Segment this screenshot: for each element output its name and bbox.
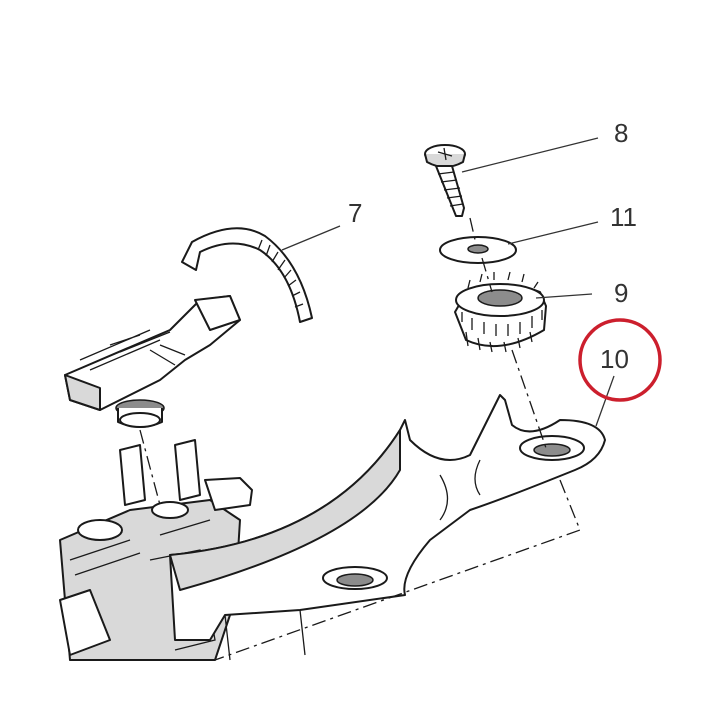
highlight-circle	[578, 318, 662, 402]
callout-11: 11	[610, 202, 637, 232]
leader-7	[281, 225, 341, 251]
callout-8: 8	[614, 118, 628, 148]
washer	[439, 236, 517, 264]
base-housing	[59, 439, 253, 661]
callout-9: 9	[614, 278, 628, 308]
callout-10: 10	[600, 344, 629, 374]
leader-11	[507, 221, 599, 245]
callout-7: 7	[348, 198, 362, 228]
mounting-bracket	[169, 394, 606, 661]
cable-tie	[181, 227, 313, 323]
leader-lines	[281, 137, 615, 427]
leader-10	[595, 375, 615, 427]
leader-9	[535, 293, 593, 299]
assembly-axis-lines	[139, 217, 581, 661]
screw	[424, 144, 466, 217]
sensor	[64, 295, 241, 428]
rubber-grommet	[454, 271, 547, 353]
leader-8	[461, 137, 599, 173]
